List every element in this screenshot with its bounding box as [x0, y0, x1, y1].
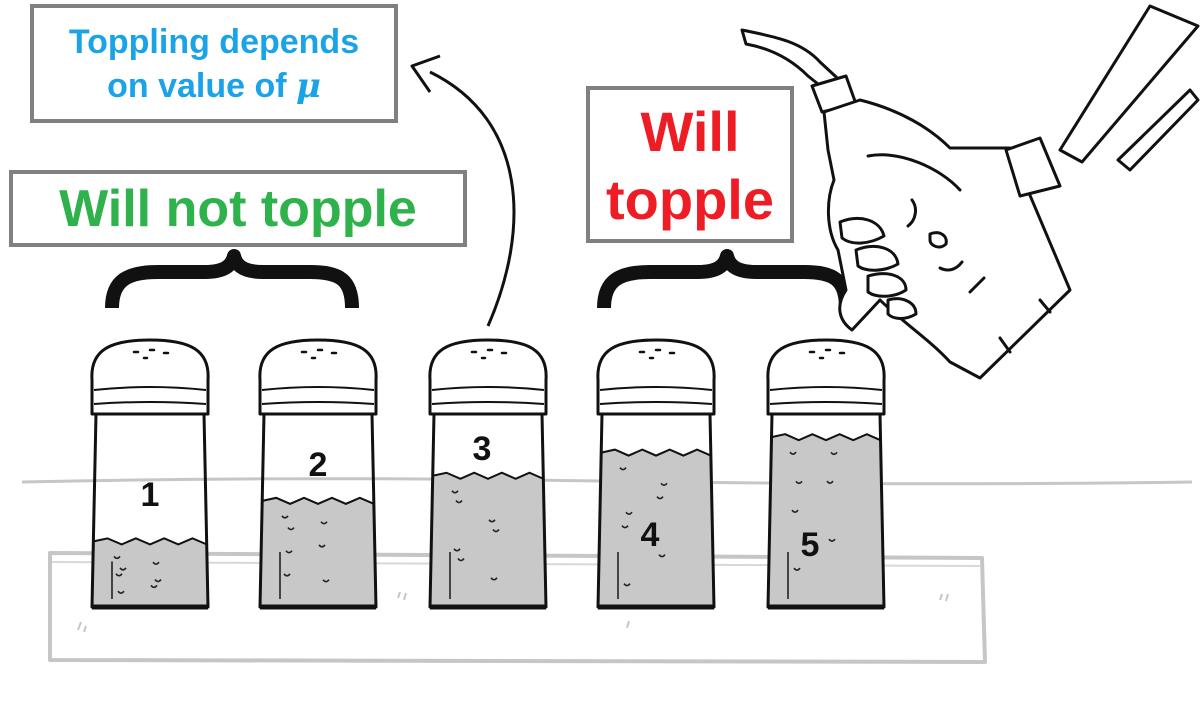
salt-specks — [279, 515, 330, 599]
shakers — [90, 338, 886, 610]
will-topple-box: Will topple — [586, 86, 794, 243]
will-not-topple-label: Will not topple — [59, 180, 417, 238]
arrowhead — [410, 54, 441, 93]
salt-specks — [449, 490, 500, 599]
shaker-5 — [766, 338, 886, 610]
salt-fill — [92, 538, 208, 607]
salt-specks — [111, 555, 162, 599]
shaker-cap — [428, 338, 548, 416]
shaker-cap — [766, 338, 886, 416]
mu-symbol: μ — [296, 66, 321, 106]
salt-surface — [600, 448, 712, 457]
will-topple-label: Will topple — [590, 98, 790, 234]
shaker-number-1: 1 — [140, 476, 160, 514]
will-topple-line2: topple — [606, 168, 774, 231]
toppling-depends-box: Toppling depends on value of μ — [30, 4, 398, 123]
toppling-depends-line2: on value of μ — [34, 64, 394, 108]
toppling-depends-line1: Toppling depends — [68, 23, 360, 61]
brace-will-topple — [597, 249, 853, 309]
salt-surface — [771, 433, 881, 442]
salt-fill — [768, 434, 884, 607]
shaker-4 — [596, 338, 716, 610]
salt-fill — [260, 497, 376, 607]
salt-fill — [598, 449, 714, 607]
arrow — [429, 70, 516, 327]
shaker-1 — [90, 338, 210, 610]
toppling-depends-text: Toppling depends on value of μ — [34, 20, 394, 108]
brace-will-not-topple — [105, 249, 359, 309]
shaker-cap — [258, 338, 378, 416]
salt-surface — [261, 496, 375, 505]
shaker-number-4: 4 — [640, 516, 660, 554]
shaker-3 — [428, 338, 548, 610]
salt-specks — [787, 451, 838, 599]
will-not-topple-box: Will not topple — [9, 170, 467, 247]
hand-with-hose-icon — [740, 4, 1200, 380]
value-of-text: on value of — [107, 67, 287, 105]
salt-surface — [93, 537, 208, 546]
salt-fill — [430, 472, 546, 607]
shaker-number-2: 2 — [308, 446, 328, 484]
salt-surface — [432, 471, 544, 480]
shaker-cap — [90, 338, 210, 416]
will-topple-line1: Will — [640, 100, 740, 163]
shaker-cap — [596, 338, 716, 416]
shaker-number-5: 5 — [800, 526, 820, 564]
shaker-number-3: 3 — [472, 430, 492, 468]
salt-specks — [617, 467, 668, 599]
shaker-2 — [258, 338, 378, 610]
